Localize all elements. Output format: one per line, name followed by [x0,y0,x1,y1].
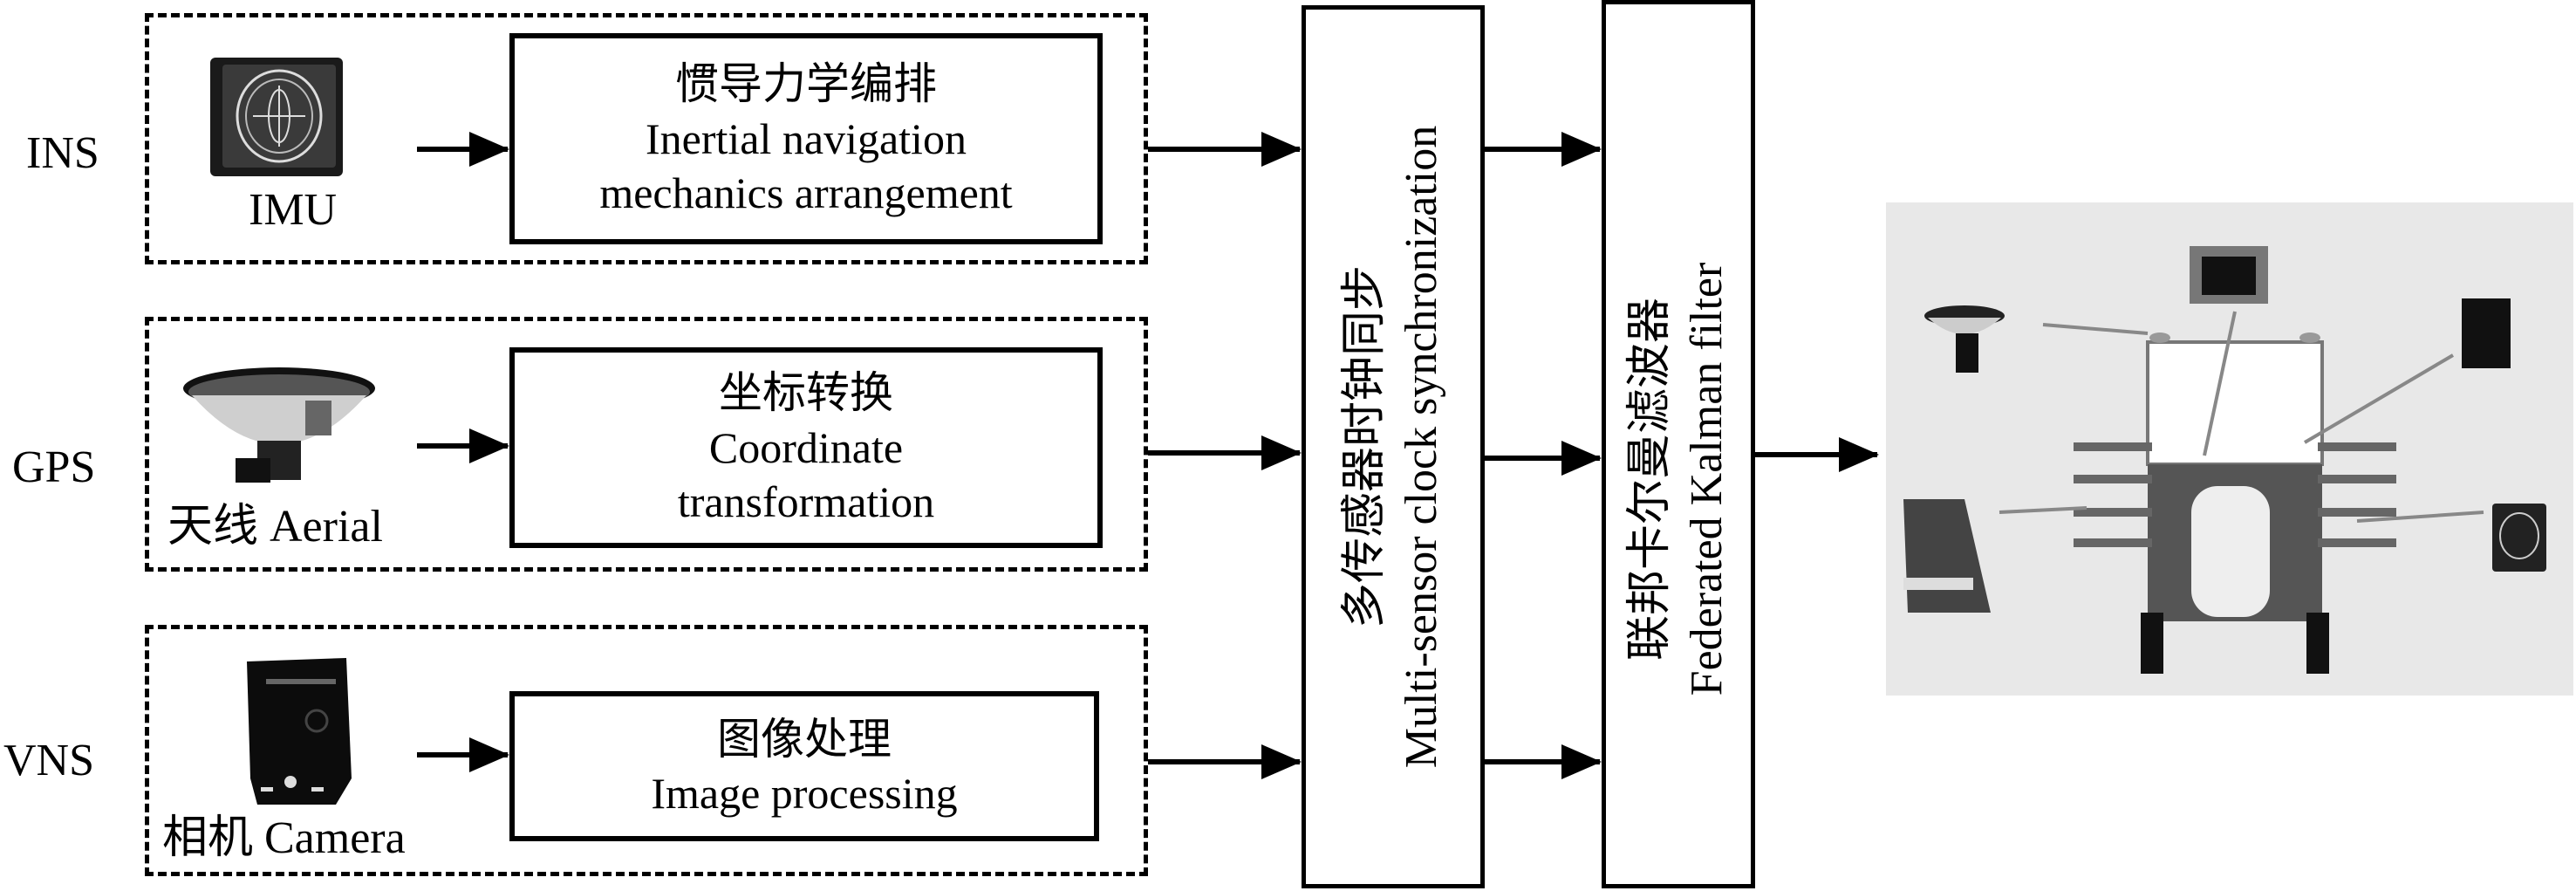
imu-device-icon [205,54,353,181]
row-label-gps: GPS [12,442,96,492]
arrow-sync-to-filter-2 [1485,456,1600,461]
callout-display-screen [2190,246,2268,456]
arrow-gps-to-sync [1148,450,1300,456]
federated-kalman-filter-block: 联邦卡尔曼滤波器 Federated Kalman filter [1602,0,1755,888]
callout-imu [2356,504,2546,572]
output-vehicle-photo [1886,202,2573,696]
process-title-en-line2: mechanics arrangement [599,168,1013,218]
callout-controller-box [1903,499,2087,613]
process-title-cn: 惯导力学编排 [675,59,937,109]
arrow-imu-to-process [417,147,508,152]
callout-camera [2303,298,2511,444]
vehicle-with-sensors-illustration [1903,246,2546,674]
vehicle-wheel-left [2141,613,2163,674]
row-label-ins: INS [26,128,99,178]
gps-group-box [145,317,1148,572]
callout-gps-antenna [1924,305,2149,373]
filter-label-en: Federated Kalman filter [1682,262,1732,696]
arrow-sync-to-filter-1 [1485,147,1600,152]
process-title-cn: 图像处理 [717,714,892,764]
process-title-en-line2: transformation [677,477,935,527]
vns-group-box [145,625,1148,876]
process-title-en-line1: Inertial navigation [646,113,967,163]
arrow-vns-to-sync [1148,759,1300,764]
sensor-caption-imu: IMU [249,185,338,235]
clock-sync-label-en: Multi-sensor clock synchronization [1397,125,1446,769]
sensor-caption-camera: 相机 Camera [162,813,406,863]
vehicle-wheel-right [2306,613,2329,674]
roof-antenna-left [2149,332,2170,343]
arrow-camera-to-process [417,752,508,757]
sensor-caption-aerial: 天线 Aerial [167,502,383,552]
seedling-trays [2074,442,2396,547]
process-title-en-line1: Image processing [651,769,958,818]
process-title-cn: 坐标转换 [719,368,893,418]
ins-group-box [145,13,1148,264]
row-label-vns: VNS [3,736,95,785]
arrow-filter-to-output [1755,452,1877,457]
clock-sync-label: 多传感器时钟同步 Multi-sensor clock synchronizat… [1336,126,1450,769]
process-box-vns: 图像处理 Image processing [509,691,1099,841]
process-box-gps: 坐标转换 Coordinate transformation [509,347,1103,548]
vehicle-engine-cover [2191,486,2270,617]
arrow-ins-to-sync [1148,147,1300,152]
arrow-sync-to-filter-3 [1485,759,1600,764]
gps-antenna-icon [174,362,401,484]
filter-label: 联邦卡尔曼滤波器 Federated Kalman filter [1622,263,1735,696]
arrow-aerial-to-process [417,443,508,449]
process-box-ins: 惯导力学编排 Inertial navigation mechanics arr… [509,33,1103,244]
vehicle-canopy [2146,340,2324,466]
roof-antenna-right [2299,332,2320,343]
filter-label-cn: 联邦卡尔曼滤波器 [1625,298,1675,661]
process-title-en-line1: Coordinate [708,422,904,472]
camera-icon [231,656,371,806]
clock-sync-label-cn: 多传感器时钟同步 [1340,264,1390,629]
clock-sync-block: 多传感器时钟同步 Multi-sensor clock synchronizat… [1302,5,1485,888]
